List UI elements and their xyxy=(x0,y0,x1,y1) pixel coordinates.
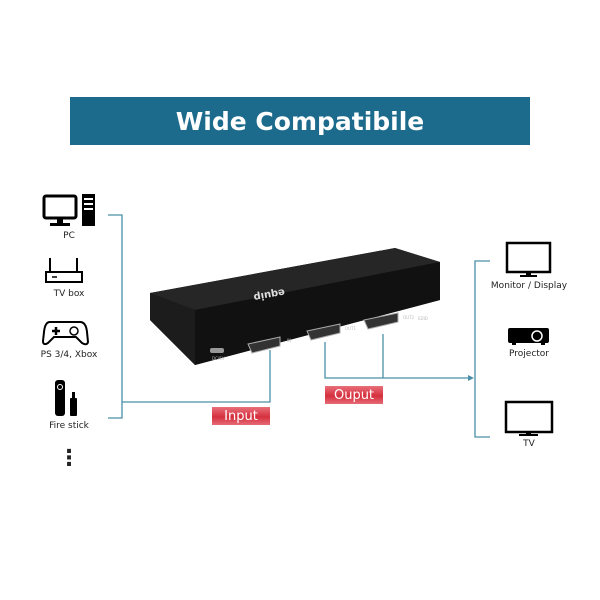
hdmi-splitter-device: equip DC/5V IN OUT1 OUT2 EDID xyxy=(150,248,440,365)
title-banner: Wide Compatibile xyxy=(70,97,530,145)
input-tag: Input xyxy=(212,407,270,425)
output-bracket xyxy=(474,260,490,438)
hdmi-out1-port xyxy=(306,323,341,341)
port-label: DC/5V xyxy=(212,356,225,361)
output-label-tv: TV xyxy=(523,439,535,449)
connector-lines xyxy=(108,214,490,438)
output-label-monitor: Monitor / Display xyxy=(490,281,568,291)
output-line xyxy=(324,342,468,379)
hdmi-out2-port xyxy=(363,312,399,330)
brand-logo: equip xyxy=(253,286,286,302)
gamepad-icon xyxy=(41,321,90,346)
output-tag: Ouput xyxy=(325,386,383,404)
monitor-icon xyxy=(505,241,552,277)
port-label: IN xyxy=(287,338,291,343)
port-label: OUT1 xyxy=(345,326,357,331)
source-label-pc: PC xyxy=(63,231,75,241)
fire-stick-icon xyxy=(55,380,77,416)
tv-icon xyxy=(504,400,554,436)
hdmi-in-port xyxy=(247,336,281,354)
source-bracket xyxy=(108,214,123,419)
tv-box-icon xyxy=(45,258,83,283)
projector-icon xyxy=(508,328,549,345)
source-label-tv-box: TV box xyxy=(53,289,85,299)
more-devices-icon: ⋮ xyxy=(58,446,80,471)
output-label-projector: Projector xyxy=(509,349,549,359)
input-line xyxy=(122,350,271,403)
arrow-head-icon xyxy=(468,375,474,381)
source-label-gaming: PS 3/4, Xbox xyxy=(40,350,98,360)
usb-port xyxy=(210,348,224,353)
port-label: OUT2 xyxy=(403,315,415,320)
source-label-fire-stick: Fire stick xyxy=(49,421,89,431)
port-label: EDID xyxy=(418,316,428,321)
pc-icon xyxy=(42,194,95,226)
